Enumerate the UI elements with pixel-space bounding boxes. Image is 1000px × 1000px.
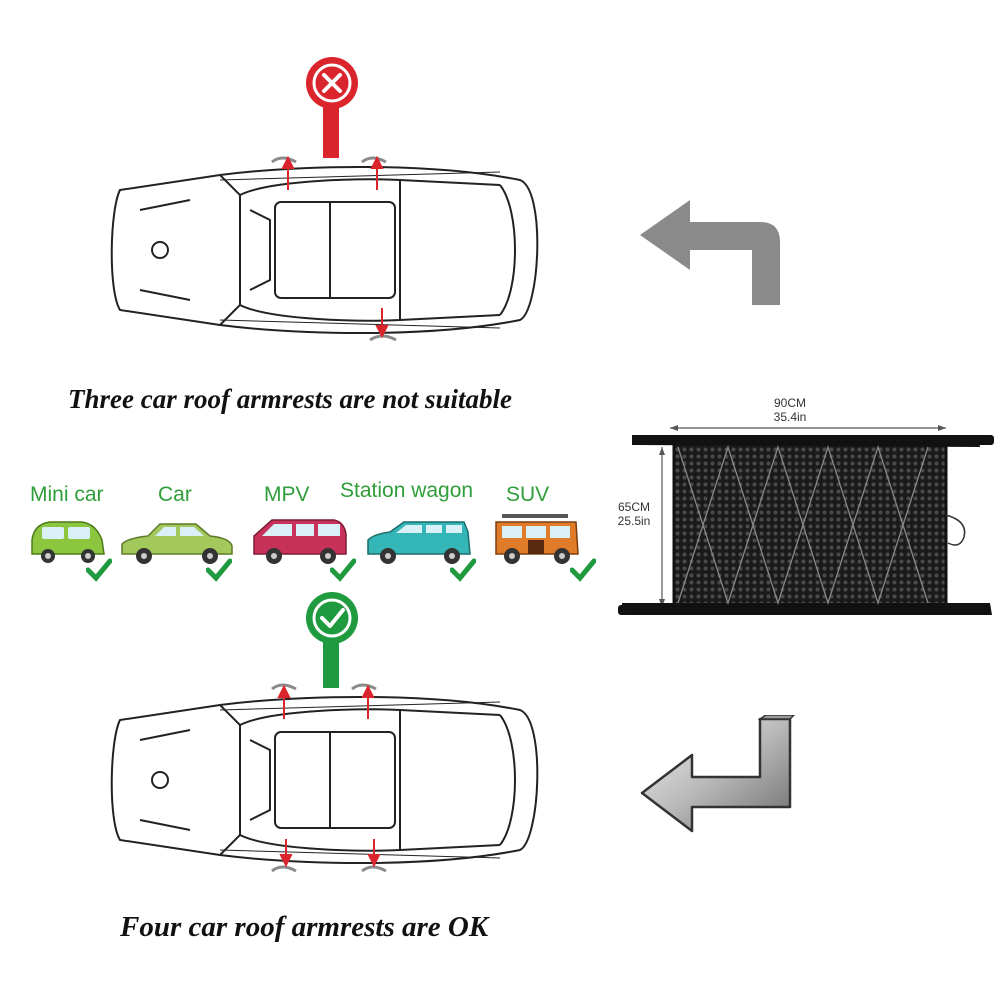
net-height-in: 25.5in: [617, 514, 651, 528]
turn-arrow-icon-bottom: [640, 715, 796, 833]
mpv-icon: [253, 519, 347, 564]
vehicle-label-car: Car: [158, 483, 192, 506]
checkmark-icon-car: [206, 558, 232, 582]
suv-icon: [495, 514, 579, 564]
caption-not-suitable: Three car roof armrests are not suitable: [68, 384, 513, 414]
check-pin-icon: [306, 592, 358, 688]
net-width-in: 35.4in: [773, 410, 807, 424]
car-icon: [121, 523, 233, 564]
checkmark-icon-mini-car: [86, 558, 112, 582]
cross-pin-icon: [306, 57, 358, 158]
car-top-view-four-armrests: [110, 683, 539, 873]
caption-ok: Four car roof armrests are OK: [120, 911, 489, 943]
vehicle-label-station-wagon: Station wagon: [340, 479, 474, 502]
turn-arrow-icon-top: [640, 200, 780, 305]
car-top-view-three-armrests: [110, 155, 539, 342]
station-wagon-icon: [367, 521, 471, 564]
net-height-cm: 65CM: [617, 500, 650, 514]
cargo-net-image: [618, 425, 994, 615]
vehicle-label-mpv: MPV: [264, 483, 310, 506]
checkmark-icon-station-wagon: [450, 558, 476, 582]
vehicle-label-suv: SUV: [506, 483, 550, 506]
net-width-cm: 90CM: [773, 396, 806, 410]
mini-car-icon: [31, 521, 105, 563]
net-width-label: 90CM 35.4in: [760, 396, 820, 424]
net-height-label: 65CM 25.5in: [612, 500, 656, 528]
vehicle-label-mini-car: Mini car: [30, 483, 104, 506]
checkmark-icon-mpv: [330, 558, 356, 582]
checkmark-icon-suv: [570, 558, 596, 582]
